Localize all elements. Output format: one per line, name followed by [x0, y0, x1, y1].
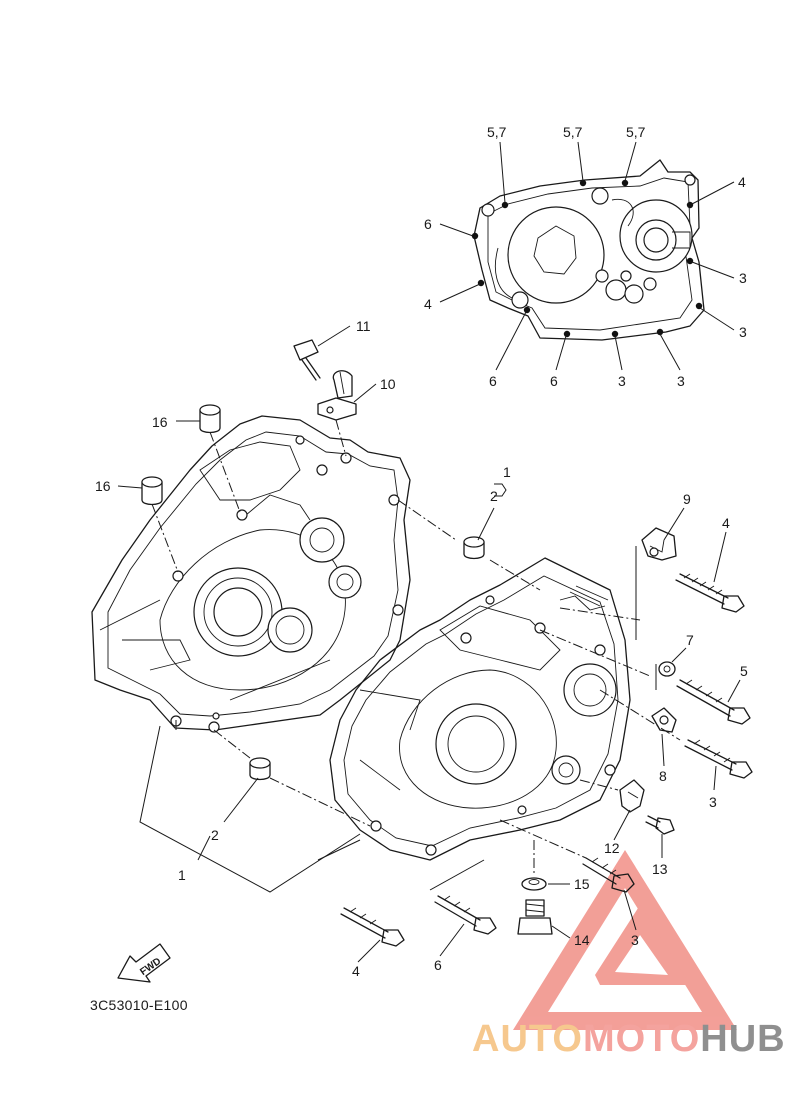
- callout-3-gasket-c: 3: [618, 373, 626, 389]
- dowel-pin-16-upper: [199, 404, 221, 434]
- hose-guide-10: [317, 370, 357, 421]
- bolt-6-lower: [434, 895, 497, 935]
- callout-1-upper: 1: [503, 464, 511, 480]
- callout-4-gasket-left: 4: [424, 296, 432, 312]
- callout-9: 9: [683, 491, 691, 507]
- fwd-arrow-icon: FWD: [117, 943, 171, 983]
- callout-12: 12: [604, 840, 620, 856]
- watermark-moto: MOTO: [582, 1018, 701, 1060]
- callout-15: 15: [574, 876, 590, 892]
- dowel-pin-16-lower: [141, 476, 163, 506]
- callout-6-gasket-b: 6: [489, 373, 497, 389]
- callout-4-bolt-upper: 4: [722, 515, 730, 531]
- callout-5-7-a: 5,7: [487, 124, 507, 140]
- fwd-label: FWD: [138, 956, 163, 978]
- callout-3-bolt-lower: 3: [631, 932, 639, 948]
- callout-6-gasket-c: 6: [550, 373, 558, 389]
- assembly-lines: [151, 419, 681, 876]
- callout-10: 10: [380, 376, 396, 392]
- bolt-5: [676, 679, 751, 725]
- bolt-4-upper: [675, 573, 745, 613]
- dowel-pin-2-upper: [463, 536, 485, 560]
- callout-13: 13: [652, 861, 668, 877]
- callout-6-bolt-lower: 6: [434, 957, 442, 973]
- clamp-12: [619, 779, 645, 813]
- left-crankcase-half: [91, 415, 411, 733]
- washer-7: [658, 661, 676, 677]
- callout-11: 11: [356, 318, 371, 334]
- callout-2-lower: 2: [211, 827, 219, 843]
- callout-labels: 5,7 5,7 5,7 4 6 4 3 3 6 6 3 3 11 10 16 1…: [95, 124, 748, 979]
- callout-16-lower: 16: [95, 478, 111, 494]
- bolt-4-lower: [340, 907, 405, 947]
- callout-5: 5: [740, 663, 748, 679]
- crankcase-gasket: [471, 159, 705, 341]
- bolt-3-right: [684, 739, 753, 779]
- callout-3-gasket-b: 3: [739, 324, 747, 340]
- callout-6-gasket-left: 6: [424, 216, 432, 232]
- callout-3-gasket-d: 3: [677, 373, 685, 389]
- drain-bolt-14: [517, 899, 553, 935]
- dowel-pin-2-lower: [249, 757, 271, 781]
- bolt-3-lower: [582, 857, 635, 893]
- watermark-logo-triangle: [513, 850, 737, 1030]
- callout-2-upper: 2: [490, 488, 498, 504]
- callout-1-lower: 1: [178, 867, 186, 883]
- callout-16-upper: 16: [152, 414, 168, 430]
- watermark-hub: HUB: [700, 1018, 786, 1060]
- right-crankcase-half: [329, 557, 631, 861]
- callout-4-gasket: 4: [738, 174, 746, 190]
- bolt-11: [293, 339, 321, 381]
- bolt-13: [645, 815, 675, 835]
- cable-holder-8: [651, 707, 677, 733]
- callout-3-bolt-right: 3: [709, 794, 717, 810]
- callout-7: 7: [686, 632, 694, 648]
- callout-5-7-b: 5,7: [563, 124, 583, 140]
- callout-14: 14: [574, 932, 590, 948]
- washer-15: [521, 877, 547, 891]
- callout-5-7-c: 5,7: [626, 124, 646, 140]
- watermark-brand-text: AUTOMOTOHUB: [472, 1018, 786, 1061]
- callout-3-gasket-a: 3: [739, 270, 747, 286]
- diagram-reference-code: 3C53010-E100: [90, 997, 188, 1013]
- callout-4-bolt-lower: 4: [352, 963, 360, 979]
- callout-8: 8: [659, 768, 667, 784]
- watermark-auto: AUTO: [472, 1018, 583, 1060]
- hose-guide-9: [641, 527, 677, 561]
- leader-lines: [117, 141, 741, 963]
